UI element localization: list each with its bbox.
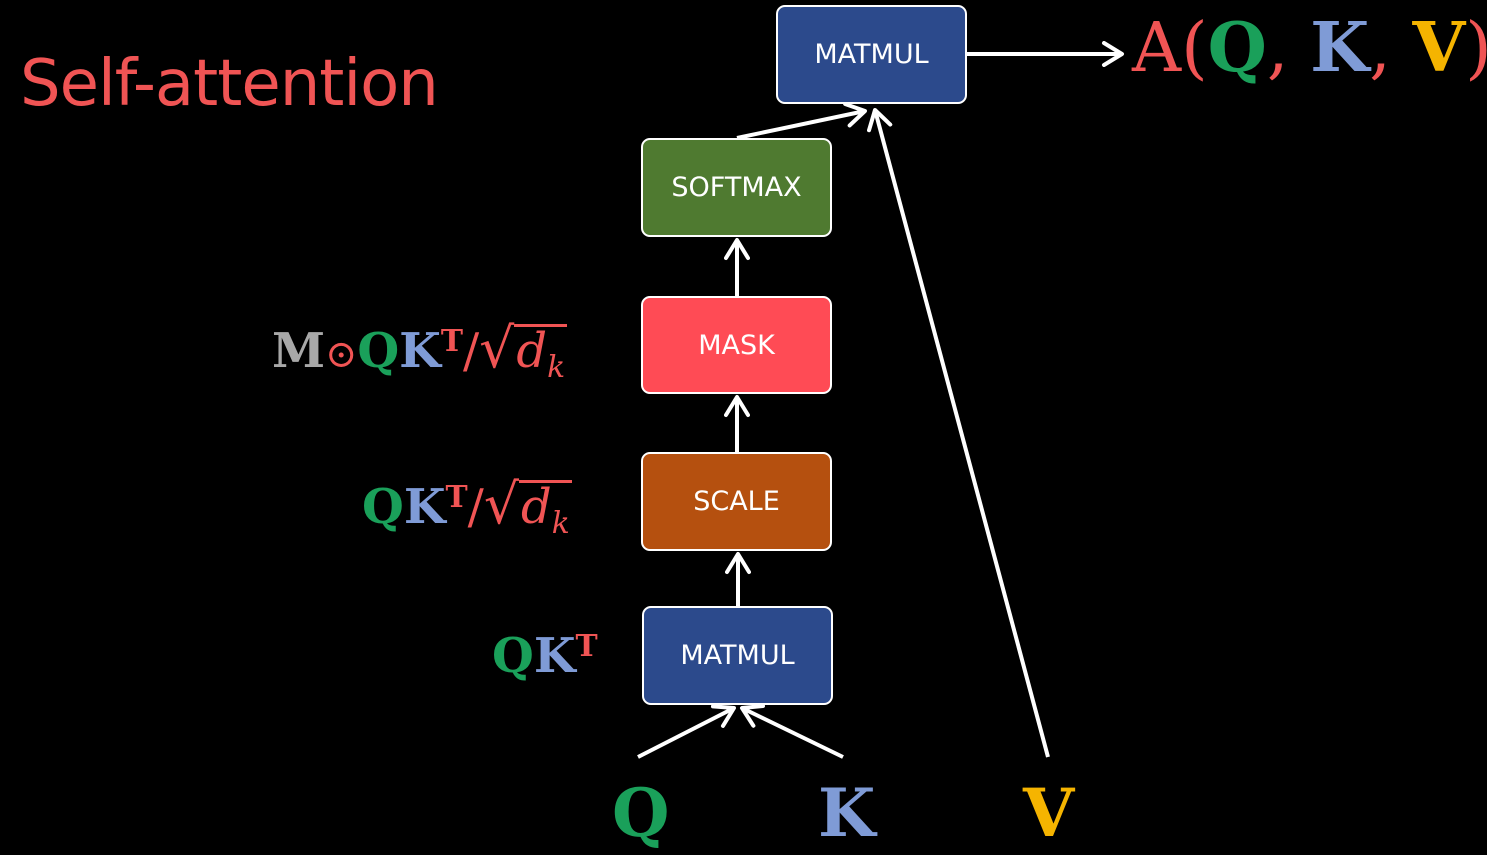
matmul-top-label: MATMUL [814, 39, 929, 70]
output-v: V [1412, 8, 1466, 88]
qkt-formula: QKT [492, 628, 598, 680]
mask-matrix-symbol: M [272, 323, 326, 379]
attention-output-formula: A(Q, K, V) [1132, 14, 1487, 83]
query-symbol: Q [492, 628, 534, 684]
comma-1: , [1266, 9, 1289, 88]
arrow-k-to-matmul [740, 703, 844, 759]
sqrt-radicand: dk [519, 480, 572, 539]
input-v: V [1023, 774, 1075, 852]
key-symbol: K [533, 628, 576, 684]
transpose-symbol: T [575, 628, 598, 664]
sqrt-sign: √ [483, 473, 520, 537]
transpose-symbol: T [440, 323, 463, 359]
sqrt-radicand: dk [514, 324, 568, 383]
dim-symbol: d [521, 479, 552, 535]
arrow-v-to-matmul [867, 108, 1050, 758]
diagram-title: Self-attention [20, 47, 439, 121]
hadamard-operator: ⊙ [325, 332, 358, 377]
matmul-top-box: MATMUL [776, 5, 967, 104]
arrow-softmax-to-matmul [736, 101, 867, 140]
dim-symbol: d [516, 323, 548, 379]
transpose-symbol: T [445, 479, 468, 515]
key-symbol: K [399, 323, 441, 379]
dim-subscript: k [551, 506, 570, 542]
query-symbol: Q [362, 479, 404, 535]
mask-box: MASK [641, 296, 832, 394]
query-symbol: Q [357, 323, 400, 379]
open-paren: ( [1181, 9, 1208, 88]
dim-subscript: k [547, 350, 566, 386]
scaled-scores-formula: QKT/√dk [362, 477, 572, 539]
comma-2: , [1369, 9, 1391, 88]
masked-scores-formula: M⊙QKT/√dk [272, 321, 568, 383]
output-q: Q [1207, 8, 1267, 88]
close-paren: ) [1465, 9, 1487, 88]
division-slash: / [462, 323, 480, 379]
arrow-q-to-matmul [637, 704, 736, 759]
scale-box: SCALE [641, 452, 832, 551]
input-k: K [818, 774, 876, 852]
output-k: K [1310, 8, 1370, 88]
input-q: Q [612, 774, 670, 852]
division-slash: / [467, 479, 484, 535]
softmax-box: SOFTMAX [641, 138, 832, 237]
key-symbol: K [403, 479, 446, 535]
sqrt-sign: √ [479, 317, 515, 381]
softmax-label: SOFTMAX [671, 172, 802, 203]
matmul-bottom-box: MATMUL [642, 606, 833, 705]
mask-label: MASK [698, 329, 775, 361]
attention-fn: A [1132, 9, 1182, 88]
scale-label: SCALE [693, 486, 780, 517]
matmul-bottom-label: MATMUL [680, 640, 795, 671]
